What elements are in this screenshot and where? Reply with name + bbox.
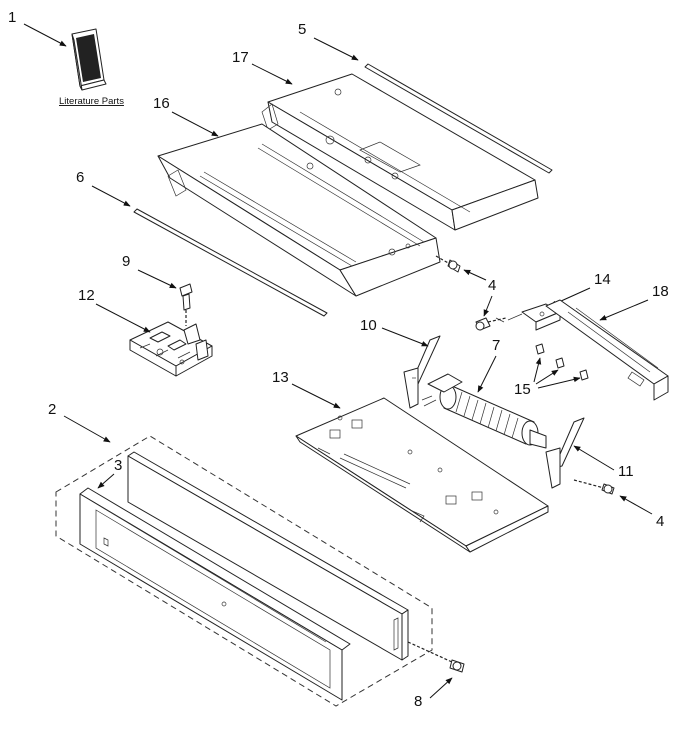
trim-strip-top[interactable]: [364, 63, 553, 174]
callout-10: 10: [360, 317, 377, 334]
callout-4-a-leader: [463, 269, 487, 281]
callout-11-leader: [573, 445, 615, 471]
callout-5: 5: [298, 21, 306, 38]
callout-11: 11: [618, 463, 634, 480]
callout-3: 3: [114, 457, 122, 474]
middle-panel[interactable]: [157, 123, 441, 297]
callout-16: 16: [153, 95, 170, 112]
callout-4-a: 4: [488, 277, 496, 294]
callout-15: 15: [514, 381, 531, 398]
callout-8: 8: [414, 693, 422, 710]
callout-9-leader: [137, 269, 177, 289]
cooling-fan[interactable]: [421, 373, 547, 449]
callout-17: 17: [232, 49, 249, 66]
control-board[interactable]: [129, 321, 213, 377]
callout-2-leader: [63, 415, 111, 443]
base-plate[interactable]: [295, 397, 549, 553]
small-screws[interactable]: [535, 343, 589, 381]
callout-6-leader: [91, 185, 131, 207]
callout-9: 9: [122, 253, 130, 270]
literature-parts-caption: Literature Parts: [59, 96, 124, 107]
callout-15-leader-c: [537, 376, 581, 389]
right-fan-bracket[interactable]: [545, 417, 585, 489]
screw-glass-panel[interactable]: [407, 641, 465, 673]
callout-4-c: 4: [656, 513, 664, 530]
control-panel-assembly-outline: [55, 435, 433, 707]
callout-5-leader: [313, 37, 359, 61]
trim-strip-side[interactable]: [133, 208, 328, 317]
callout-15-leader-b: [535, 369, 559, 385]
callout-7: 7: [492, 337, 500, 354]
callout-7-leader: [477, 355, 497, 393]
callout-1: 1: [8, 9, 16, 26]
callout-6: 6: [76, 169, 84, 186]
callout-2: 2: [48, 401, 56, 418]
callout-14: 14: [594, 271, 611, 288]
callout-10-leader: [381, 327, 429, 347]
callout-13-leader: [291, 383, 341, 409]
callout-18: 18: [652, 283, 669, 300]
callout-3-leader: [97, 473, 115, 489]
callout-16-leader: [171, 111, 219, 137]
callout-17-leader: [251, 63, 293, 85]
callout-12: 12: [78, 287, 95, 304]
left-fan-bracket[interactable]: [403, 335, 441, 409]
callout-4-b-leader: [483, 295, 493, 317]
callout-12-leader: [95, 303, 151, 333]
long-mounting-bracket[interactable]: [545, 299, 669, 401]
callout-15-leader-a: [533, 357, 542, 383]
screw-control-board[interactable]: [179, 283, 193, 326]
callout-18-leader: [599, 299, 649, 321]
callout-8-leader: [429, 677, 453, 699]
screw-lower-right[interactable]: [573, 479, 615, 495]
callout-13: 13: [272, 369, 289, 386]
screw-panel[interactable]: [435, 255, 461, 273]
callout-1-leader: [23, 23, 67, 47]
callout-4-c-leader: [619, 495, 653, 515]
control-panel-glass[interactable]: [79, 451, 409, 701]
upper-cover-panel[interactable]: [261, 73, 539, 231]
literature-parts-booklet[interactable]: [71, 28, 107, 91]
screw-bracket[interactable]: [475, 317, 507, 331]
